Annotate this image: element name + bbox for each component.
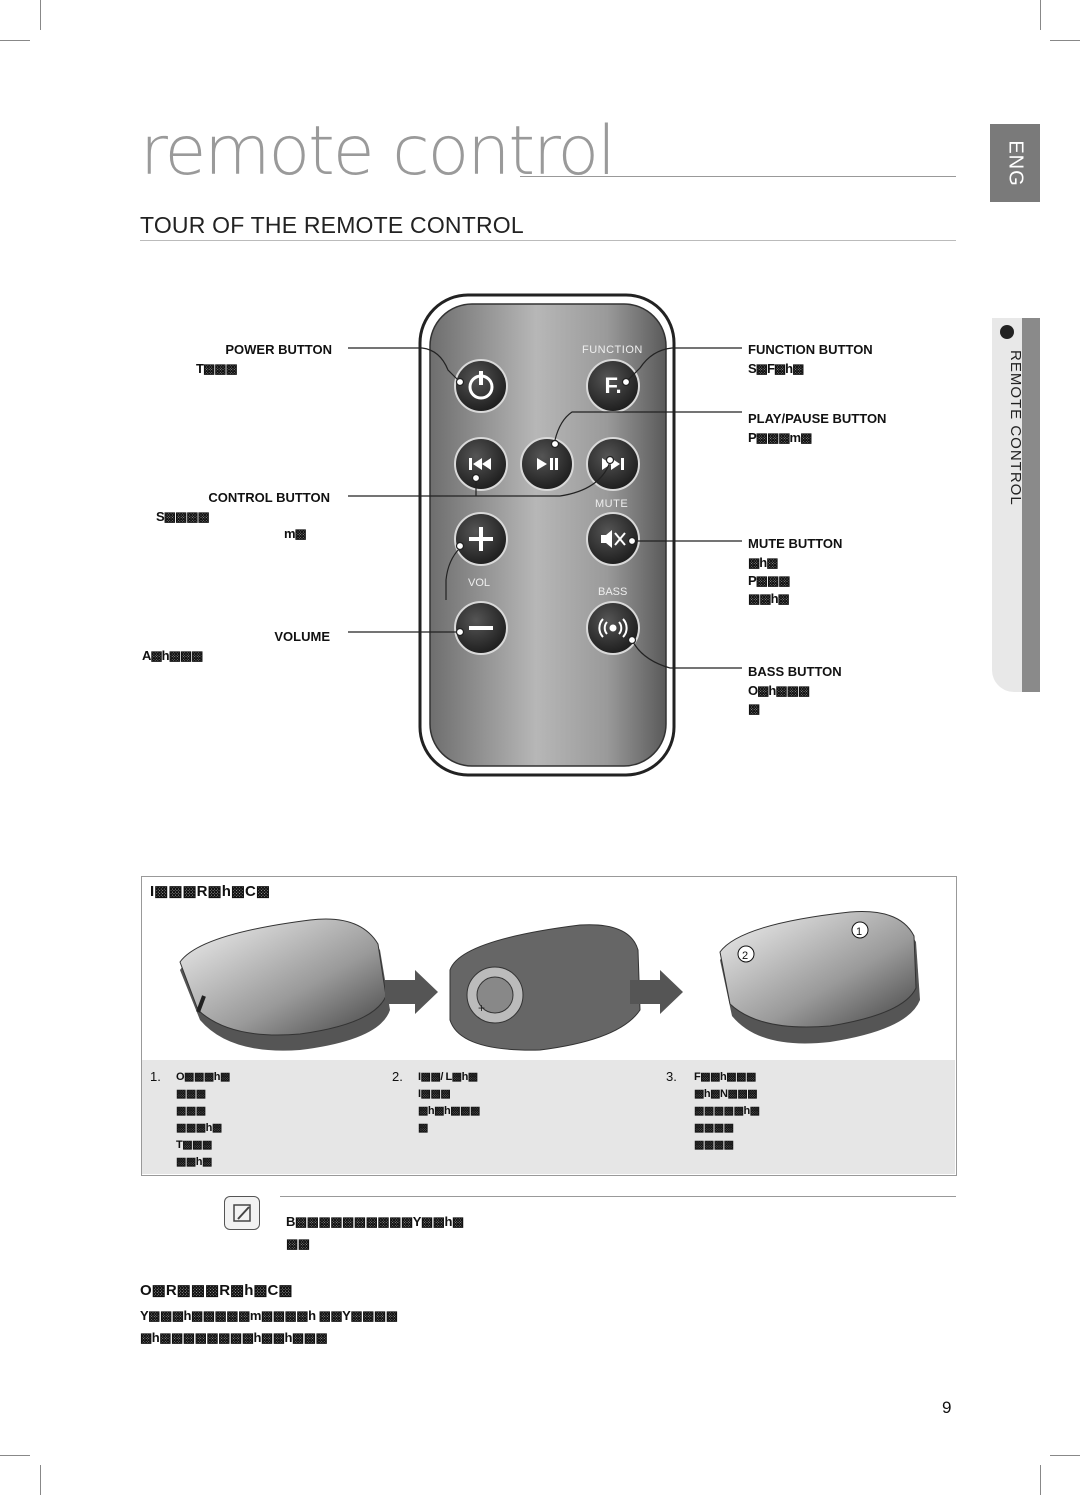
side-tab-bar [1022, 318, 1040, 692]
power-button-callout-title: POWER BUTTON [225, 342, 332, 357]
remote-back-closing: 2 1 [719, 911, 920, 1044]
battery-step-3-number: 3. [666, 1069, 677, 1084]
language-tab: ENG [990, 124, 1040, 202]
crop-mark [40, 0, 41, 30]
volume-callout-title: VOLUME [274, 629, 330, 644]
play-pause-icon [537, 458, 558, 470]
section-rule [140, 240, 956, 241]
battery-illustrations: + 2 1 [179, 911, 920, 1051]
function-button-callout-text: S▩F▩h▩ [748, 361, 804, 376]
page-title: remote control [140, 112, 616, 191]
page-number: 9 [942, 1398, 952, 1417]
operation-range-title: O▩R▩▩▩R▩h▩C▩ [140, 1282, 293, 1299]
remote-back-open: + [449, 924, 641, 1051]
crop-mark [40, 1465, 41, 1495]
minus-icon [469, 626, 493, 630]
battery-step-2-number: 2. [392, 1069, 403, 1084]
svg-text:1: 1 [856, 926, 862, 938]
arrow-icon [630, 970, 683, 1014]
mute-icon [601, 530, 626, 548]
battery-step-1-text: O▩▩▩h▩ ▩▩▩ ▩▩▩ ▩▩▩h▩ T▩▩▩ ▩▩h▩ [176, 1071, 230, 1168]
power-icon [468, 371, 494, 400]
svg-text:+: + [478, 1001, 485, 1015]
remote-back-closed [179, 918, 390, 1051]
svg-text:2: 2 [742, 950, 748, 962]
battery-step-2-text: I▩▩/ L▩h▩ I▩▩▩ ▩h▩h▩▩▩ ▩ [418, 1071, 480, 1134]
side-bullet [1000, 325, 1014, 339]
volume-up-button[interactable] [454, 512, 508, 566]
operation-range-text: Y▩▩▩h▩▩▩▩▩m▩▩▩▩h ▩▩Y▩▩▩▩ ▩h▩▩▩▩▩▩▩▩h▩▩h▩… [140, 1308, 398, 1345]
bass-button-callout-title: BASS BUTTON [748, 664, 842, 679]
crop-mark [1040, 1465, 1041, 1495]
function-button-callout-title: FUNCTION BUTTON [748, 342, 873, 357]
volume-down-button[interactable] [454, 601, 508, 655]
note-rule [280, 1196, 956, 1197]
callout-lines [348, 347, 742, 669]
crop-mark [1050, 1455, 1080, 1456]
battery-steps-panel [142, 1060, 955, 1174]
play-pause-button[interactable] [520, 437, 574, 491]
bass-icon [598, 618, 628, 638]
mute-button[interactable] [586, 512, 640, 566]
battery-box-title: I▩▩▩R▩h▩C▩ [150, 883, 271, 900]
plus-icon [469, 527, 493, 551]
play-pause-callout-title: PLAY/PAUSE BUTTON [748, 411, 887, 426]
battery-step-1-number: 1. [150, 1069, 161, 1084]
power-button-callout-text: T▩▩▩ [196, 361, 238, 376]
title-rule [520, 176, 956, 177]
note-text: B▩▩▩▩▩▩▩▩▩▩Y▩▩h▩ ▩▩ [286, 1214, 464, 1251]
mute-key-label: MUTE [595, 498, 629, 510]
previous-button[interactable] [454, 437, 508, 491]
mute-button-callout-title: MUTE BUTTON [748, 536, 843, 551]
bass-button[interactable] [586, 601, 640, 655]
play-pause-callout-text: P▩▩▩m▩ [748, 430, 812, 445]
function-key-label: FUNCTION [582, 344, 643, 356]
crop-mark [1050, 40, 1080, 41]
crop-mark [0, 1455, 30, 1456]
side-tab-label: REMOTE CONTROL [1007, 350, 1024, 506]
volume-callout-text: A▩h▩▩▩ [142, 648, 203, 663]
crop-mark [0, 40, 30, 41]
control-button-callout-text: S▩▩▩▩ [156, 509, 210, 524]
bass-key-label: BASS [598, 586, 628, 598]
battery-step-3-text: F▩▩h▩▩▩ ▩h▩N▩▩▩ ▩▩▩▩▩h▩ ▩▩▩▩ ▩▩▩▩ [694, 1071, 760, 1151]
skip-back-icon [469, 458, 491, 470]
crop-mark [1040, 0, 1041, 30]
note-icon [224, 1196, 260, 1230]
bass-button-callout-text: O▩h▩▩▩ ▩ [748, 683, 810, 716]
arrow-icon [385, 970, 438, 1014]
mute-button-callout-text: ▩h▩ P▩▩▩ ▩▩h▩ [748, 555, 791, 606]
power-button[interactable] [454, 359, 508, 413]
control-button-callout-title: CONTROL BUTTON [208, 490, 330, 505]
vol-key-label: VOL [468, 577, 491, 589]
control-button-callout-text-2: m▩ [284, 526, 307, 541]
section-title: TOUR OF THE REMOTE CONTROL [140, 212, 524, 238]
